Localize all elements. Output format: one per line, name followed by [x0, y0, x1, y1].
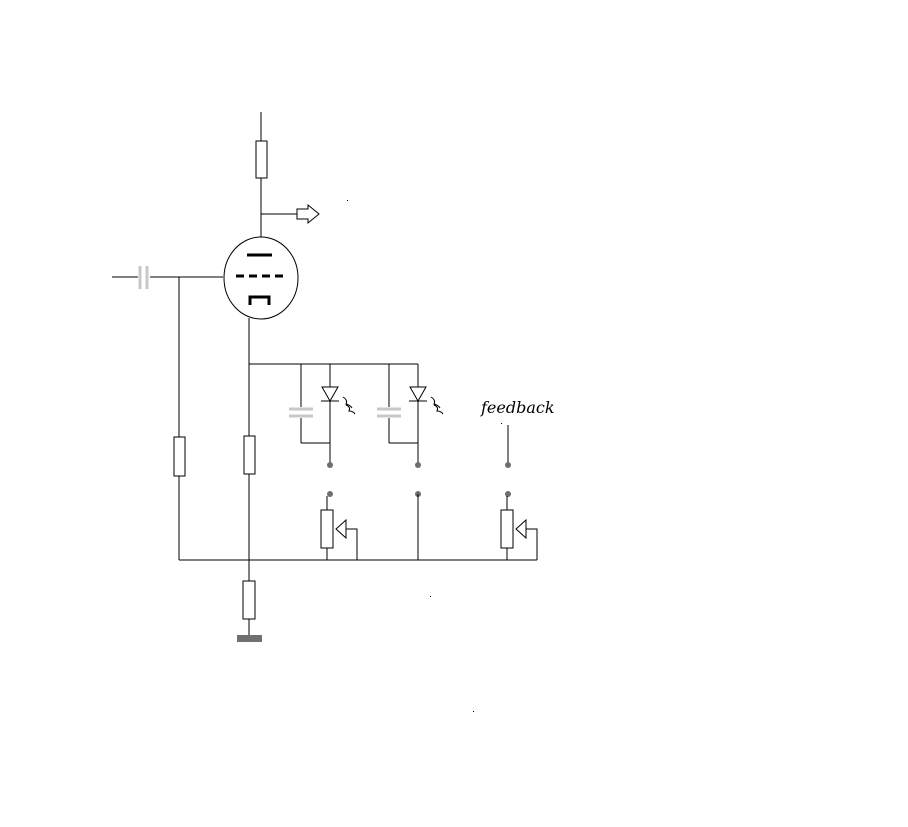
stray-dots — [347, 200, 502, 712]
potentiometer-1 — [320, 496, 358, 560]
input-capacitor — [112, 266, 223, 289]
vacuum-tube — [223, 236, 299, 320]
led-1 — [321, 364, 356, 468]
grid-resistor — [173, 277, 186, 560]
plate-resistor — [255, 112, 268, 238]
ground-resistor — [242, 580, 256, 635]
led-2 — [409, 364, 444, 468]
feedback-terminal: feedback — [480, 398, 555, 468]
cathode-resistor — [243, 318, 256, 581]
lower-terminals — [327, 491, 511, 560]
capacitor-1 — [289, 364, 330, 444]
feedback-label: feedback — [480, 398, 555, 417]
output-arrow — [261, 203, 320, 225]
potentiometer-2 — [500, 496, 538, 560]
ground-symbol — [237, 635, 262, 642]
capacitor-2 — [377, 364, 418, 444]
